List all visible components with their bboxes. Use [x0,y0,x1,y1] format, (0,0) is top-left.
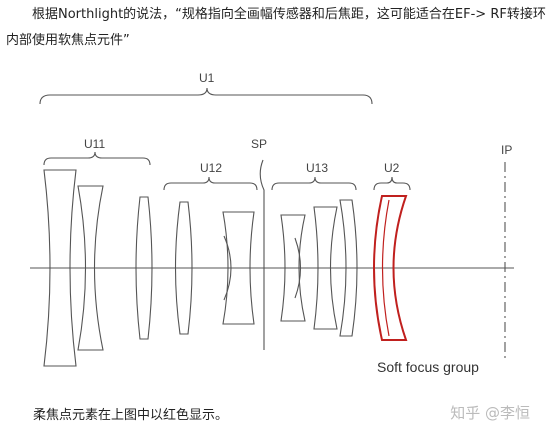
label-u2: U2 [384,161,400,175]
label-u1: U1 [199,71,215,85]
lens-u13-1 [280,214,306,322]
annotation-soft-focus: Soft focus group [377,359,479,375]
label-ip: IP [501,143,512,157]
label-u12: U12 [200,161,222,175]
figure-caption: 柔焦点元素在上图中以红色显示。 [33,408,229,423]
lens-u2-soft-focus [373,195,408,341]
brace-u12 [163,176,258,191]
watermark: 知乎 @李恒 [450,404,530,422]
lens-diagram: U1 U11 U12 SP U13 U2 IP Soft focus group [30,71,514,375]
intro-paragraph: 根据Northlight的说法，“规格指向全画幅传感器和后焦距，这可能适合在EF… [6,7,546,48]
lens-u12-2 [222,211,255,325]
lens-u12-1 [174,201,193,335]
lens-u11-3 [135,196,153,340]
label-u13: U13 [306,161,328,175]
brace-u13 [271,176,357,191]
brace-u1 [39,87,373,105]
lens-u13-4 [339,199,358,337]
label-sp: SP [251,137,267,151]
brace-u11 [43,151,151,166]
brace-u2 [373,176,411,191]
lens-u12-3 [223,235,232,301]
lens-u11-2 [77,185,104,351]
lens-u13-2 [294,237,302,299]
stop-line [259,159,265,350]
lens-u13-3 [313,206,338,330]
label-u11: U11 [84,137,105,151]
lens-u2-inner [381,199,390,337]
lens-u11-1 [43,169,77,367]
